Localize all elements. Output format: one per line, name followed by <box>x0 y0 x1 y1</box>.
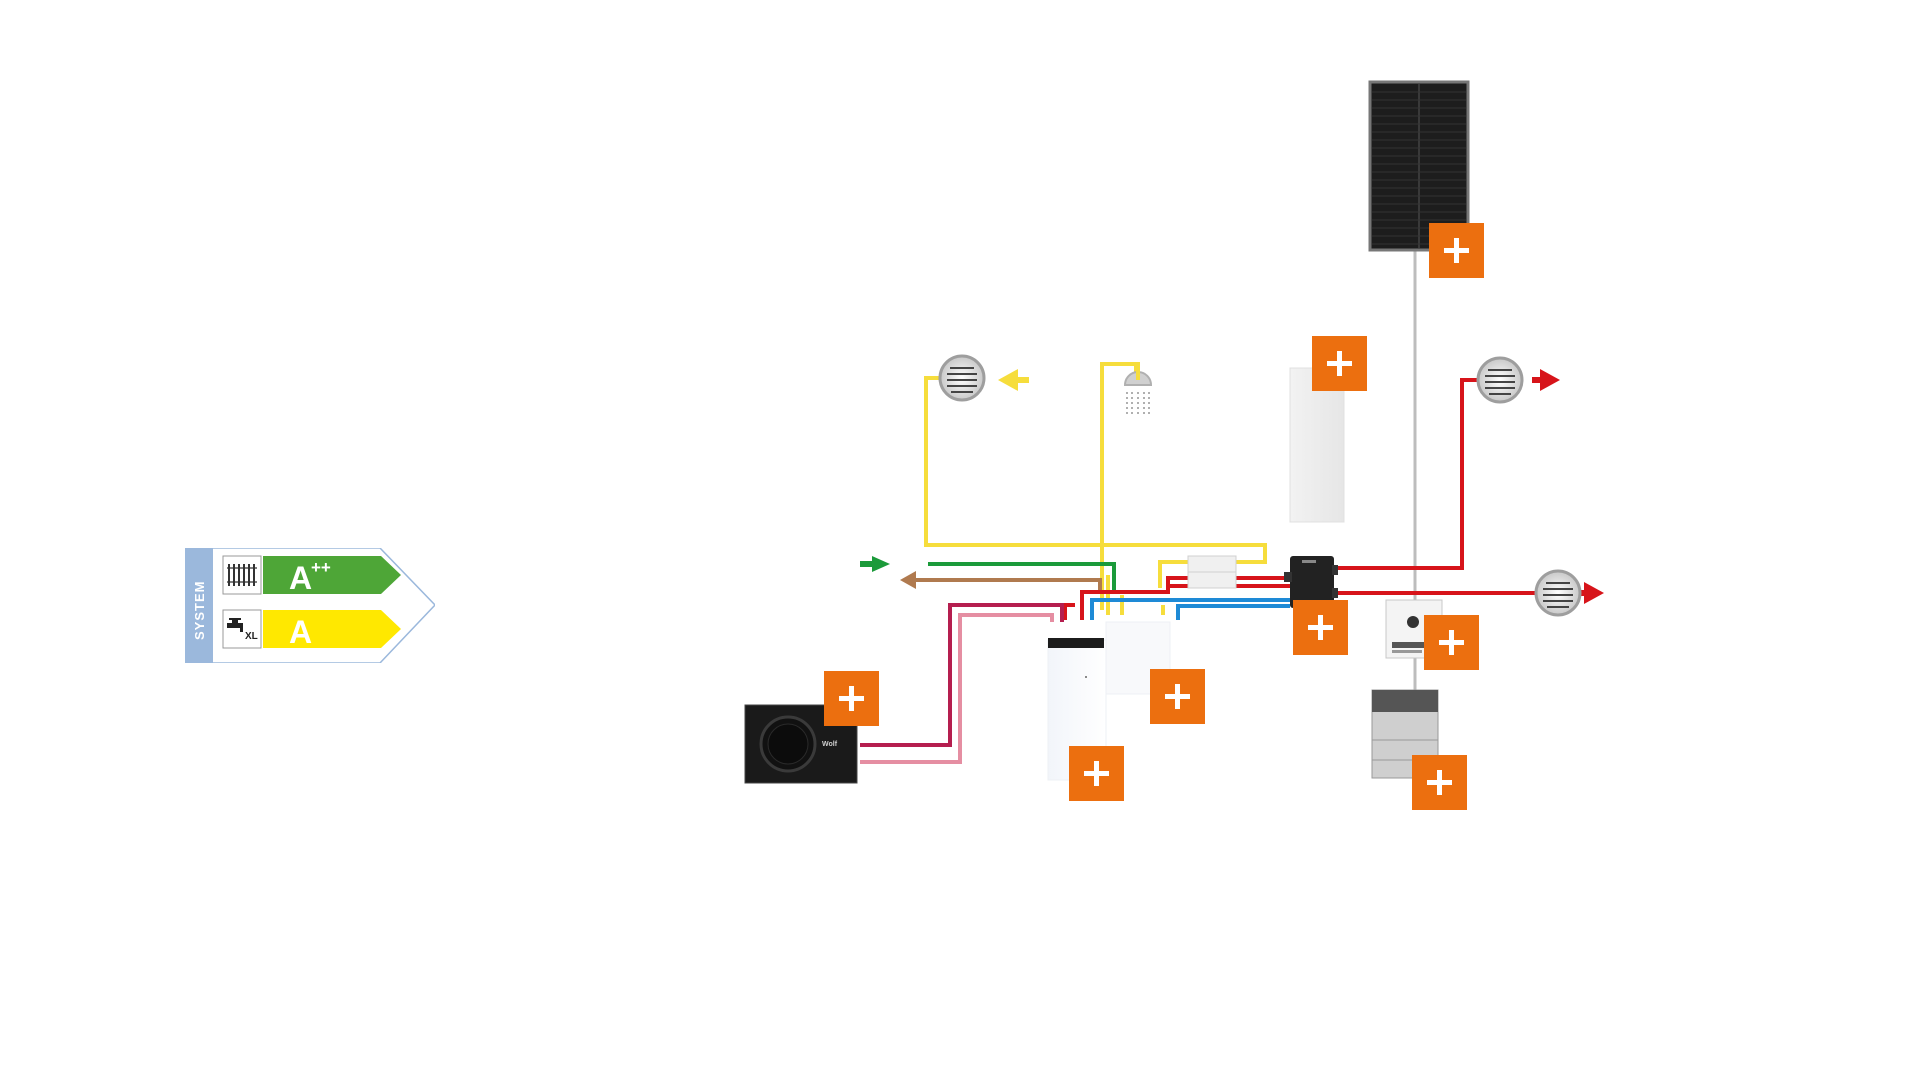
water-class-arrow <box>263 610 401 648</box>
radiator-icon <box>227 564 257 586</box>
heat-pump-return-pipes <box>860 613 1054 764</box>
vent-diffuser-left <box>938 354 986 402</box>
wall-radiator-panel <box>1289 367 1345 523</box>
supply-air-duct <box>928 562 1116 590</box>
system-band <box>185 548 213 663</box>
heat-exchanger <box>1187 555 1237 589</box>
vent-diffuser-right-bottom <box>1534 569 1582 617</box>
heat-pump-brand: Wolf <box>822 741 838 748</box>
plus-button-indoor-module[interactable] <box>1069 746 1124 801</box>
plus-button-ventilation-unit[interactable] <box>1293 600 1348 655</box>
plus-button-heat-pump-outdoor[interactable] <box>824 671 879 726</box>
plus-button-solar-panel[interactable] <box>1429 223 1484 278</box>
heating-class-arrow <box>263 556 401 594</box>
heat-pump-flow-pipes <box>860 603 1064 747</box>
plus-button-battery[interactable] <box>1412 755 1467 810</box>
exhaust-air-arrow <box>900 571 916 589</box>
tap-icon <box>227 618 243 632</box>
shower-icon <box>1100 366 1153 415</box>
system-label: SYSTEM <box>192 581 207 640</box>
heating-outlet-arrow-bottom <box>1576 582 1604 604</box>
cold-water-pipes <box>1090 598 1290 620</box>
heating-class-suffix: ++ <box>311 558 331 577</box>
water-class: A <box>289 614 312 650</box>
battery-storage <box>1371 689 1439 779</box>
plus-button-wall-unit[interactable] <box>1312 336 1367 391</box>
heat-pump-outdoor-unit <box>744 704 858 784</box>
energy-efficiency-label: SYSTEM A ++ XL A <box>185 548 435 663</box>
vent-diffuser-right-top <box>1476 356 1524 404</box>
exhaust-air-duct <box>912 578 1102 592</box>
hot-water-main <box>1100 362 1165 615</box>
solar-panel <box>1368 80 1470 252</box>
plus-button-inverter[interactable] <box>1424 615 1479 670</box>
heating-class: A <box>289 560 312 596</box>
hot-water-outlet-arrow <box>998 369 1029 391</box>
supply-air-arrow-stem <box>860 561 874 567</box>
plus-button-storage-tank[interactable] <box>1150 669 1205 724</box>
water-profile: XL <box>245 631 258 642</box>
ventilation-unit <box>1284 556 1338 608</box>
shower-pipe <box>1100 362 1140 545</box>
supply-air-arrow <box>872 556 890 572</box>
heating-outlet-arrow-top <box>1532 369 1560 391</box>
